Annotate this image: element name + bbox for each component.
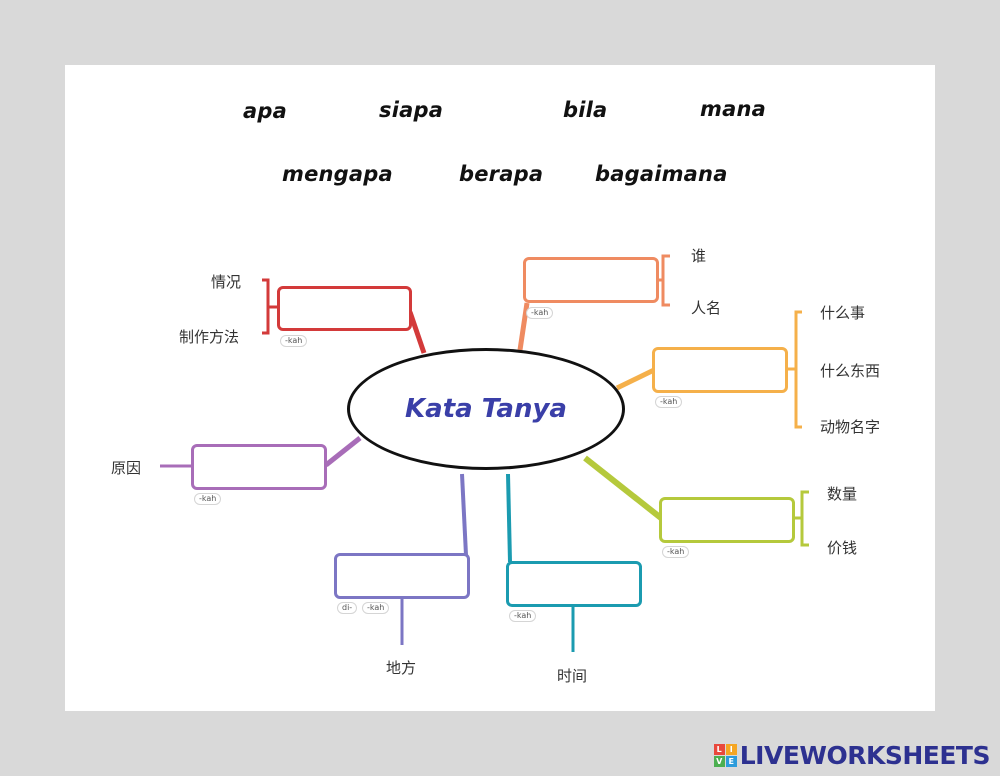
answer-box-indigo[interactable] [334, 553, 470, 599]
tag-kah-salmon: -kah [526, 307, 554, 319]
answer-box-purple[interactable] [191, 444, 327, 490]
label-shijian: 时间 [557, 667, 588, 685]
word-mengapa: mengapa [282, 162, 393, 186]
bracket-salmon [658, 254, 670, 307]
word-bagaimana: bagaimana [595, 162, 728, 186]
answer-box-red[interactable] [277, 286, 412, 331]
label-qingkuang: 情况 [211, 273, 242, 291]
tag-kah-teal: -kah [509, 610, 537, 622]
bracket-orange [787, 310, 802, 429]
tag-kah-red: -kah [280, 335, 308, 347]
answer-box-salmon[interactable] [523, 257, 659, 303]
label-shuliang: 数量 [827, 485, 858, 503]
liveworksheets-brand: L I V E LIVEWORKSHEETS [713, 740, 991, 770]
tag-kah-orange: -kah [655, 396, 683, 408]
tag-kah-purple: -kah [194, 493, 222, 505]
label-yuanyin: 原因 [111, 459, 142, 477]
answer-box-orange[interactable] [652, 347, 788, 393]
connector-teal [506, 473, 512, 563]
liveworksheets-logo-icon: L I V E [713, 743, 737, 767]
connector-orange [615, 367, 656, 391]
connector-red [407, 311, 427, 354]
tag-di-indigo: di- [337, 602, 358, 614]
label-shenmeshi: 什么事 [820, 304, 866, 322]
connector-purple [324, 436, 362, 467]
center-title: Kata Tanya [405, 394, 567, 424]
label-renming: 人名 [691, 299, 722, 317]
tag-kah-lime: -kah [662, 546, 690, 558]
connector-lime [583, 455, 663, 521]
word-berapa: berapa [459, 162, 544, 186]
word-mana: mana [700, 97, 766, 121]
tag-kah-indigo: -kah [362, 602, 390, 614]
connector-salmon [517, 302, 530, 351]
word-siapa: siapa [379, 98, 444, 122]
bracket-lime [794, 490, 809, 547]
label-dongwu: 动物名字 [820, 418, 881, 436]
label-jiaqian: 价钱 [827, 539, 858, 557]
label-zhizuo: 制作方法 [179, 328, 240, 346]
answer-box-teal[interactable] [506, 561, 642, 607]
label-difang: 地方 [386, 659, 417, 677]
brand-name: LIVEWORKSHEETS [739, 740, 991, 770]
connector-indigo [460, 473, 468, 556]
word-bila: bila [563, 98, 608, 122]
label-shenmedongxi: 什么东西 [820, 362, 881, 380]
label-shui: 谁 [691, 247, 707, 265]
answer-box-lime[interactable] [659, 497, 795, 543]
word-apa: apa [243, 99, 287, 123]
center-node: Kata Tanya [347, 348, 625, 470]
